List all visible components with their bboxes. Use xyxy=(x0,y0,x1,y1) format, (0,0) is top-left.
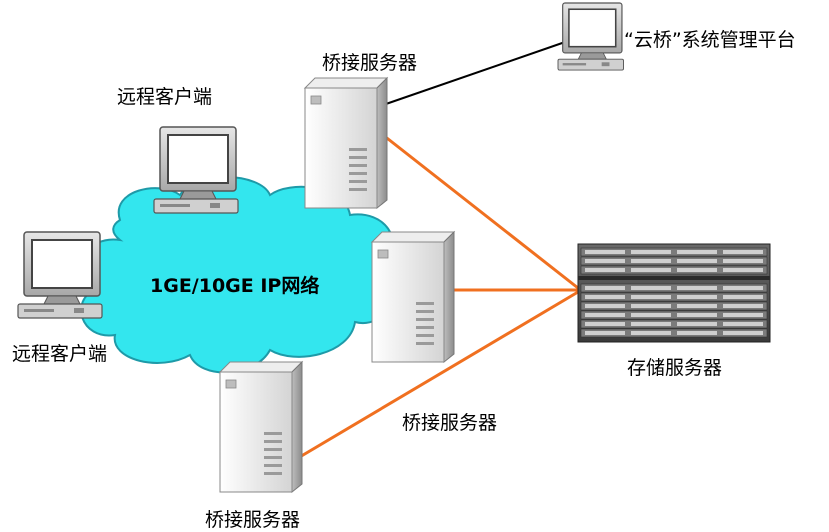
desktop-computer-icon xyxy=(153,126,239,214)
bridge-server-label: 桥接服务器 xyxy=(402,412,498,434)
tower-server-icon xyxy=(219,361,303,493)
link-line-bottom-server xyxy=(297,290,579,460)
bridge-server-label: 桥接服务器 xyxy=(205,509,301,531)
storage-rack-icon xyxy=(577,243,771,343)
tower-server-icon xyxy=(304,77,388,209)
bridge-server-label: 桥接服务器 xyxy=(322,52,418,74)
desktop-computer-icon xyxy=(17,231,103,319)
remote-client-label: 远程客户端 xyxy=(117,86,213,108)
link-line-top-server xyxy=(382,133,579,290)
desktop-computer-icon xyxy=(557,2,625,71)
remote-client-label: 远程客户端 xyxy=(12,343,108,365)
storage-server-label: 存储服务器 xyxy=(627,357,723,379)
mgmt-link-line xyxy=(382,40,569,106)
network-label: 1GE/10GE IP网络 xyxy=(150,275,320,297)
tower-server-icon xyxy=(371,231,455,363)
management-platform-label: “云桥”系统管理平台 xyxy=(624,29,796,51)
